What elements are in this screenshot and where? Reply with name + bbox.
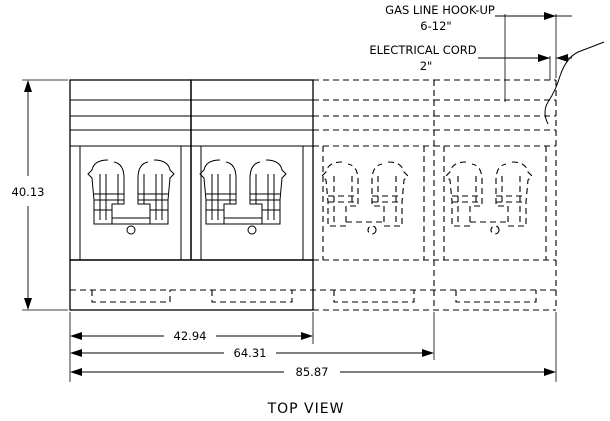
fryer-unit-3-optional — [313, 79, 435, 310]
dim-total-width — [70, 368, 556, 376]
gas-line-value: 6-12" — [420, 19, 451, 33]
electrical-cord-value: 2" — [420, 59, 433, 73]
depth-dimension — [22, 79, 68, 311]
gas-line-label: GAS LINE HOOK-UP — [385, 3, 495, 17]
fryer-unit-2 — [190, 79, 314, 261]
dim-total-width-label: 85.87 — [296, 365, 329, 379]
base-rail — [69, 259, 556, 311]
fryer-unit-1 — [69, 79, 192, 261]
electrical-cord-dimension — [478, 54, 572, 80]
dim-two-units — [70, 332, 313, 340]
dim-three-units-label: 64.31 — [234, 346, 267, 360]
fryer-unit-4-optional — [434, 79, 557, 310]
view-label: TOP VIEW — [267, 401, 345, 417]
depth-label: 40.13 — [12, 185, 45, 199]
electrical-cord-label: ELECTRICAL CORD — [369, 43, 476, 57]
dim-three-units — [70, 349, 434, 357]
width-extension-lines — [69, 312, 557, 382]
electrical-cord-line — [544, 41, 605, 125]
dim-two-units-label: 42.94 — [174, 329, 207, 343]
